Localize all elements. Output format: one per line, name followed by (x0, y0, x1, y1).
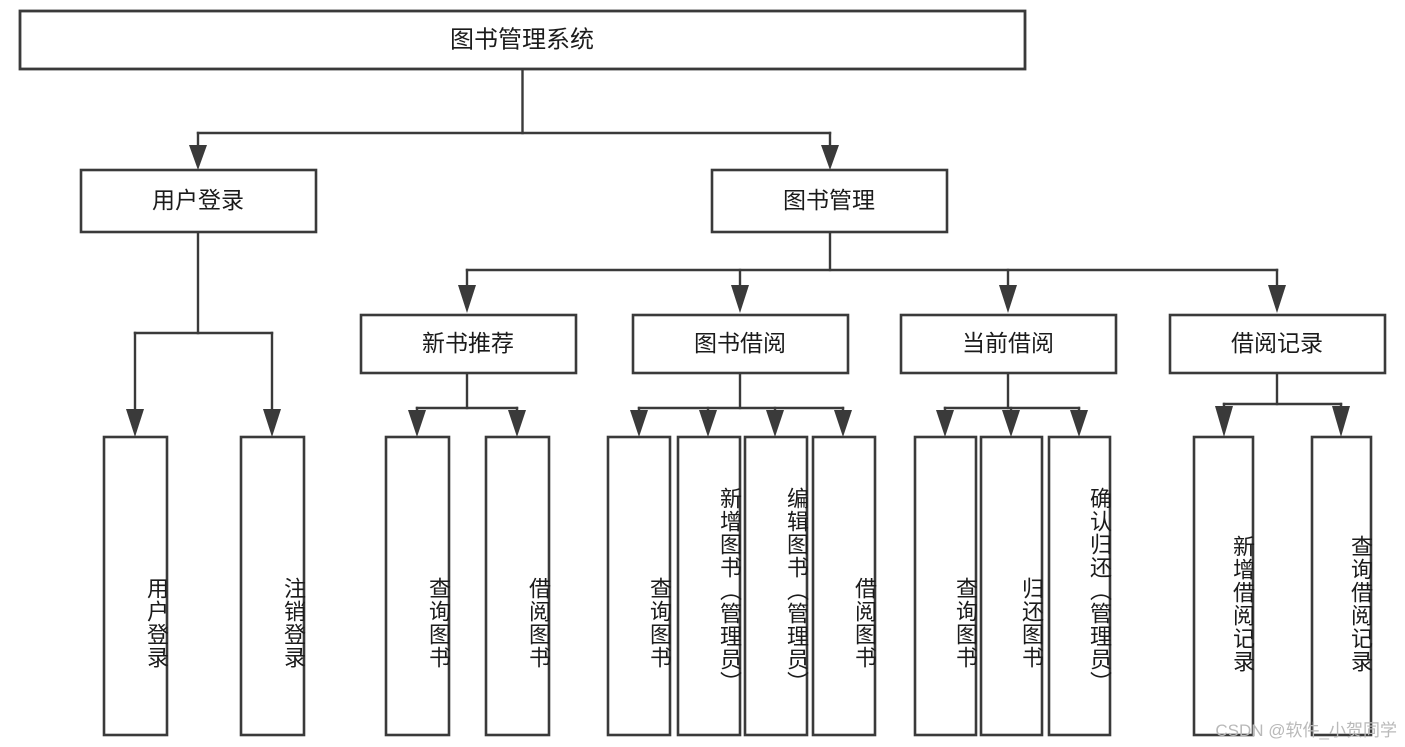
node-label-current-borrow: 当前借阅 (962, 330, 1054, 356)
leaf-boxes-book-borrow (606, 435, 877, 737)
leaf-box-borrow-record-1[interactable] (1192, 435, 1255, 737)
leaf-box-borrow-record-2[interactable] (1310, 435, 1373, 737)
leaf-box-user-login-2[interactable] (239, 435, 306, 737)
connector-group-user-login (126, 230, 281, 437)
arrow-head-leaf-user-login-2 (263, 409, 281, 437)
node-box-current-borrow[interactable] (899, 313, 1118, 375)
arrow-head-leaf-current-borrow-3 (1070, 410, 1088, 437)
node-label-book-borrow: 图书借阅 (694, 330, 786, 356)
node-box-book-manage[interactable] (710, 168, 949, 234)
leaf-boxes-user-login (102, 435, 306, 737)
arrow-head-leaf-borrow-record-1 (1215, 406, 1233, 437)
connector-group-book-borrow (630, 371, 852, 437)
node-box-root[interactable] (18, 9, 1027, 71)
leaf-box-new-book-rec-2[interactable] (484, 435, 551, 737)
node-box-book-borrow[interactable] (631, 313, 850, 375)
leaf-box-book-borrow-4[interactable] (811, 435, 877, 737)
node-label-user-login: 用户登录 (152, 187, 244, 213)
arrow-head-leaf-borrow-record-2 (1332, 406, 1350, 437)
leaf-box-book-borrow-2[interactable] (676, 435, 742, 737)
arrow-head-leaf-book-borrow-2 (699, 410, 717, 437)
arrow-head-user-login (189, 145, 207, 170)
arrow-head-leaf-new-book-rec-2 (508, 410, 526, 437)
node-label-new-book-rec: 新书推荐 (422, 330, 514, 356)
leaf-boxes-borrow-record (1192, 435, 1373, 737)
node-label-borrow-record: 借阅记录 (1231, 330, 1323, 356)
leaf-box-current-borrow-2[interactable] (979, 435, 1044, 737)
arrow-head-borrow-record (1268, 285, 1286, 313)
connector-group-new-book-rec (408, 371, 526, 437)
leaf-box-user-login-1[interactable] (102, 435, 169, 737)
arrow-head-leaf-user-login-1 (126, 409, 144, 437)
arrow-head-book-borrow (731, 285, 749, 313)
leaf-box-current-borrow-1[interactable] (913, 435, 978, 737)
connector-group-current-borrow (936, 371, 1088, 437)
arrow-head-leaf-current-borrow-2 (1002, 410, 1020, 437)
arrow-head-leaf-book-borrow-4 (834, 410, 852, 437)
arrow-head-leaf-new-book-rec-1 (408, 410, 426, 437)
leaf-box-new-book-rec-1[interactable] (384, 435, 451, 737)
leaf-boxes-current-borrow (913, 435, 1112, 737)
connector-group-book-manage (458, 230, 1286, 313)
arrow-head-leaf-book-borrow-1 (630, 410, 648, 437)
connector-group-borrow-record (1215, 371, 1350, 437)
node-label-book-manage: 图书管理 (783, 187, 875, 213)
arrow-head-new-book-rec (458, 285, 476, 313)
arrow-head-leaf-book-borrow-3 (766, 410, 784, 437)
leaf-box-book-borrow-3[interactable] (743, 435, 809, 737)
node-box-new-book-rec[interactable] (359, 313, 578, 375)
arrow-head-leaf-current-borrow-1 (936, 410, 954, 437)
leaf-box-book-borrow-1[interactable] (606, 435, 672, 737)
leaf-boxes-new-book-rec (384, 435, 551, 737)
arrow-head-current-borrow (999, 285, 1017, 313)
node-box-borrow-record[interactable] (1168, 313, 1387, 375)
watermark-text: CSDN @软件_小贺同学 (1215, 721, 1397, 740)
node-label-root: 图书管理系统 (450, 26, 594, 53)
arrow-head-book-manage (821, 145, 839, 170)
leaf-box-current-borrow-3[interactable] (1047, 435, 1112, 737)
node-box-user-login[interactable] (79, 168, 318, 234)
connector-group-root (189, 67, 839, 170)
